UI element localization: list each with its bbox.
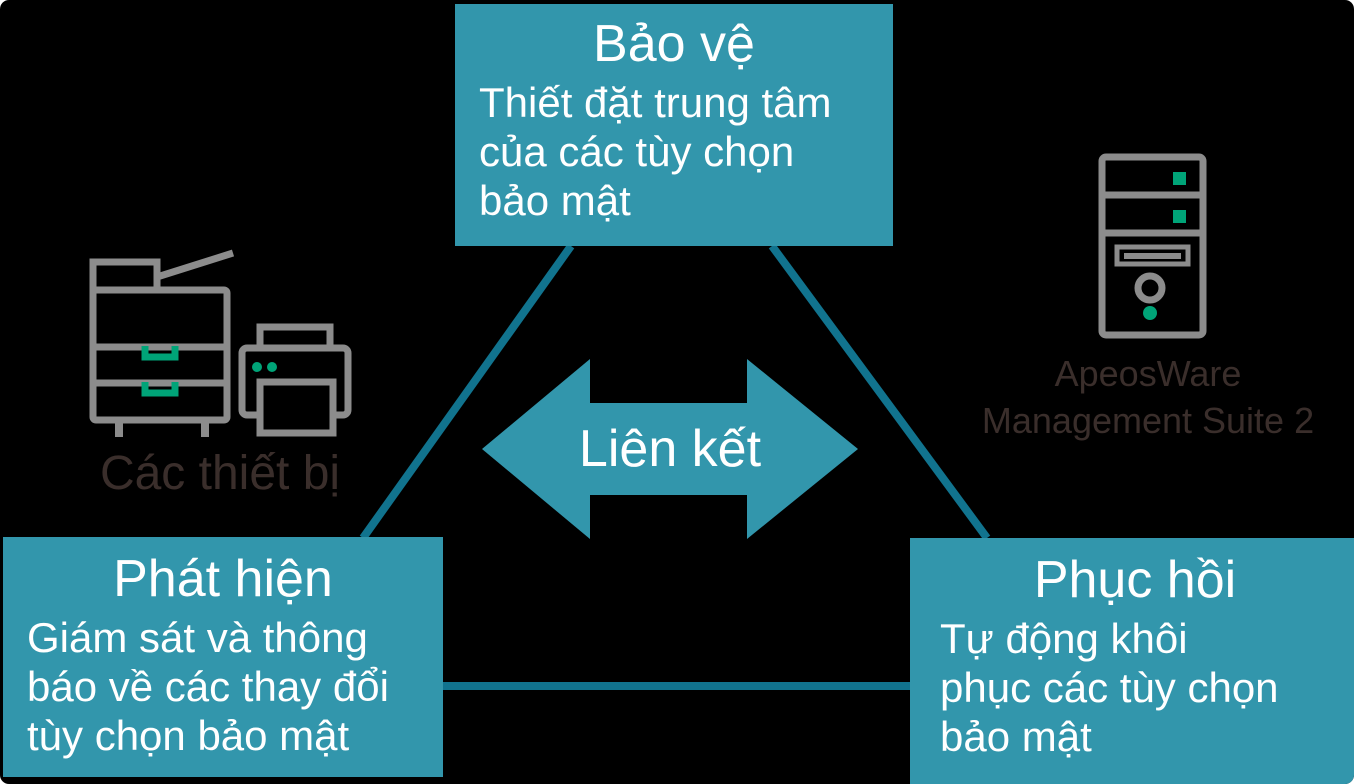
- devices-label: Các thiết bị: [99, 447, 341, 500]
- server-label-line2: Management Suite 2: [981, 400, 1315, 441]
- node-protect-body-line: Thiết đặt trung tâm: [479, 79, 832, 126]
- server-label-line1: ApeosWare: [1054, 353, 1242, 394]
- printer-output: [256, 378, 337, 437]
- node-detect-body: Giám sát và thông báo về các thay đổi tù…: [27, 613, 419, 760]
- double-headed-arrow-icon: [482, 359, 858, 539]
- server-drive-bar: [1124, 253, 1181, 259]
- copier-body: [89, 286, 231, 424]
- server-led-green: [1143, 306, 1157, 320]
- node-restore-body-line: phục các tùy chọn: [940, 664, 1279, 711]
- server-led-green: [1173, 210, 1186, 223]
- server-power-button: [1134, 272, 1166, 304]
- link-label: Liên kết: [578, 420, 762, 478]
- copier-handle-green: [141, 346, 179, 361]
- node-detect-body-line: tùy chọn bảo mật: [27, 712, 350, 759]
- server-label: ApeosWare Management Suite 2: [955, 350, 1341, 444]
- copier-feeder: [89, 258, 161, 294]
- triangle-left-line: [359, 243, 575, 541]
- printer-led-green: [252, 362, 262, 372]
- node-restore-body-line: bảo mật: [940, 713, 1092, 760]
- node-detect-body-line: Giám sát và thông: [27, 614, 368, 661]
- server-tower-icon: [1098, 153, 1207, 339]
- devices-icon-group: [89, 249, 352, 437]
- copier-lid: [155, 249, 235, 281]
- node-detect: Phát hiện Giám sát và thông báo về các t…: [3, 537, 443, 777]
- node-detect-body-line: báo về các thay đổi: [27, 663, 389, 710]
- printer-led-green: [267, 362, 277, 372]
- node-protect-title: Bảo vệ: [593, 15, 755, 73]
- triangle-right-line: [768, 243, 991, 541]
- copier-icon: [89, 249, 235, 437]
- copier-handle-green: [141, 382, 179, 397]
- node-restore-body-line: Tự động khôi: [940, 615, 1188, 662]
- node-protect: Bảo vệ Thiết đặt trung tâm của các tùy c…: [455, 4, 893, 246]
- server-drive-slot: [1114, 244, 1191, 267]
- node-restore-body: Tự động khôi phục các tùy chọn bảo mật: [940, 614, 1330, 761]
- printer-icon: [238, 323, 352, 437]
- node-restore-title: Phục hồi: [1033, 551, 1237, 609]
- node-protect-body: Thiết đặt trung tâm của các tùy chọn bảo…: [479, 78, 869, 225]
- node-restore: Phục hồi Tự động khôi phục các tùy chọn …: [910, 538, 1354, 784]
- server-led-green: [1173, 172, 1186, 185]
- node-detect-title: Phát hiện: [113, 550, 333, 608]
- server-case: [1098, 153, 1207, 339]
- node-protect-body-line: của các tùy chọn: [479, 128, 795, 175]
- node-protect-body-line: bảo mật: [479, 177, 631, 224]
